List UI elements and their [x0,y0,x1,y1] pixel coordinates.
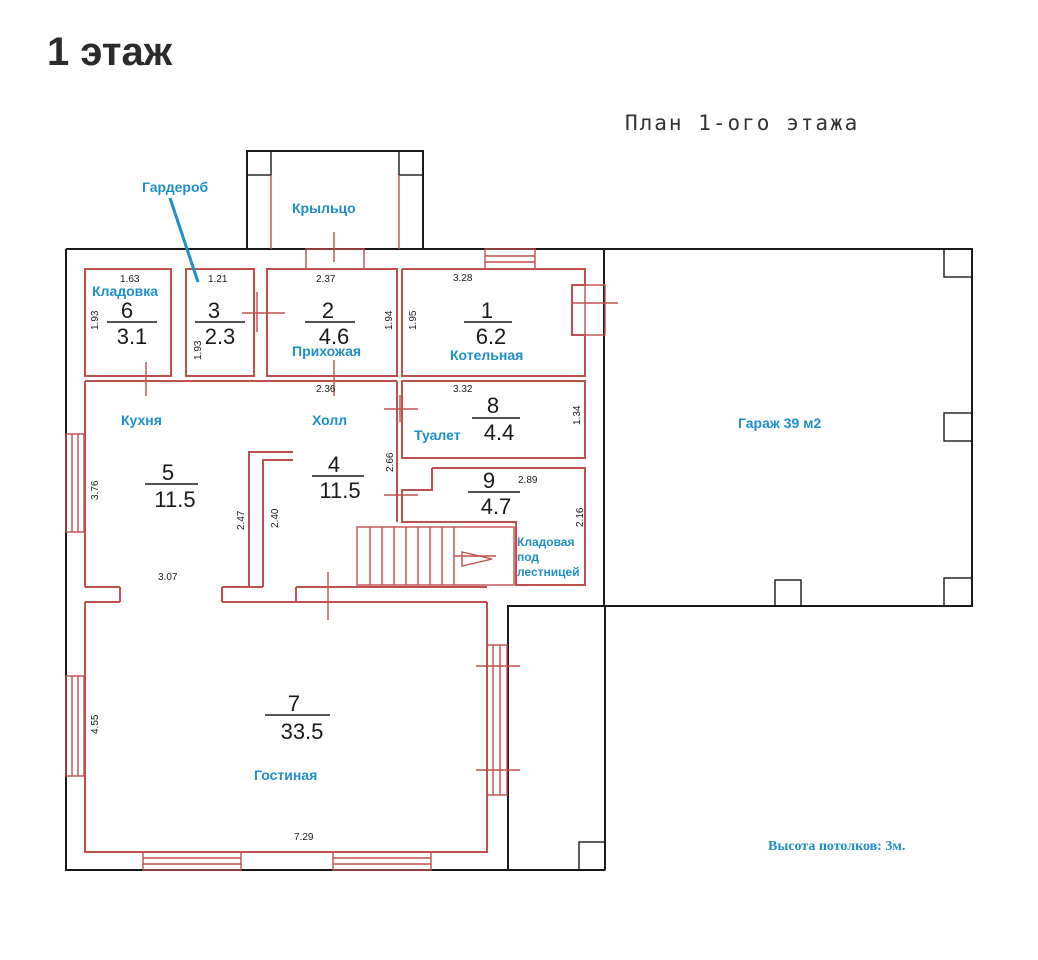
garage-column [943,412,973,442]
svg-text:4: 4 [328,452,340,477]
room-1-label: 1 6.2 [464,298,512,349]
room-5-label: 5 11.5 [145,460,198,512]
dimension: 2.37 [316,274,336,285]
room-2-walls [266,268,398,377]
dimension: 3.32 [453,384,473,395]
svg-text:6.2: 6.2 [476,324,507,349]
svg-text:33.5: 33.5 [281,719,324,744]
dimension: 2.40 [270,508,281,528]
room-5-name: Кухня [121,412,162,428]
dimension: 2.16 [575,507,586,527]
svg-text:4.6: 4.6 [319,324,350,349]
wardrobe-pointer [168,197,200,283]
window [332,851,432,871]
stair-storage-line-2: под [517,550,539,564]
dimension: 3.28 [453,273,473,284]
svg-text:6: 6 [121,298,133,323]
room-4-name: Холл [312,412,347,428]
room-2-label: 2 4.6 [305,298,355,349]
room-8-name: Туалет [414,427,461,443]
svg-text:4.7: 4.7 [481,494,512,519]
wall [262,459,293,587]
room-2-name: Прихожая [292,343,361,359]
room-1-name: Котельная [450,347,523,363]
window [65,433,85,533]
dimension: 1.93 [90,310,101,330]
svg-text:9: 9 [483,468,495,493]
room-7-name: Гостиная [254,767,317,783]
room-6-label: 6 3.1 [107,298,157,349]
dimension: 1.34 [572,405,583,425]
room-4-label: 4 11.5 [312,452,364,503]
room-6-name: Кладовка [92,283,158,299]
svg-text:8: 8 [487,393,499,418]
dimension: 3.76 [90,480,101,500]
stair-storage-line-3: лестницей [517,565,580,579]
boiler-door [584,284,606,336]
dimension: 1.94 [384,310,395,330]
svg-text:3.1: 3.1 [117,324,148,349]
plan-title: План 1-ого этажа [625,111,859,135]
room-3-name: Гардероб [142,179,209,195]
ceiling-height-note: Высота потолков: 3м. [768,839,905,854]
dimension: 2.47 [236,510,247,530]
dimension: 1.21 [208,274,228,285]
svg-text:7: 7 [288,691,300,716]
terrace-column [578,841,606,871]
room-8-label: 8 4.4 [472,393,520,445]
dimension: 2.89 [518,475,538,486]
room-8-walls [401,380,586,459]
garage-column [943,577,973,607]
window [65,675,85,777]
staircase [356,526,515,586]
svg-text:2: 2 [322,298,334,323]
room-7-label: 7 33.5 [265,691,330,744]
room-3-walls [185,268,255,377]
room-1-walls [401,268,586,377]
porch-column [246,150,272,176]
svg-text:5: 5 [162,460,174,485]
garage-column [943,248,973,278]
page-title: 1 этаж [47,30,173,74]
dimension: 2.66 [385,452,396,472]
svg-text:3: 3 [208,298,220,323]
terrace-door [486,644,508,796]
door-marks [145,232,618,771]
porch-column [398,150,424,176]
garage-column [774,579,802,607]
porch-name: Крыльцо [292,200,356,216]
entry-door [305,248,365,270]
window [142,851,242,871]
dimension: 3.07 [158,572,178,583]
stair-steps [369,527,496,585]
dimension: 4.55 [90,714,101,734]
wall [248,451,293,587]
svg-text:11.5: 11.5 [154,487,195,512]
dimension: 7.29 [294,832,314,843]
room-3-label: 3 2.3 [195,298,245,349]
svg-text:4.4: 4.4 [484,420,515,445]
dimension: 1.95 [408,310,419,330]
garage-name: Гараж 39 м2 [738,415,822,431]
room-9-walls [401,467,586,586]
stair-arrow-icon [461,551,493,567]
dimension: 2.36 [316,384,336,395]
window [484,248,536,270]
room-6-walls [84,268,172,377]
dimension: 1.63 [120,274,140,285]
svg-text:11.5: 11.5 [319,478,360,503]
room-9-label: 9 4.7 [468,468,520,519]
dimension: 1.93 [193,340,204,360]
svg-text:1: 1 [481,298,493,323]
svg-text:2.3: 2.3 [205,324,236,349]
stair-storage-line-1: Кладовая [517,535,574,549]
